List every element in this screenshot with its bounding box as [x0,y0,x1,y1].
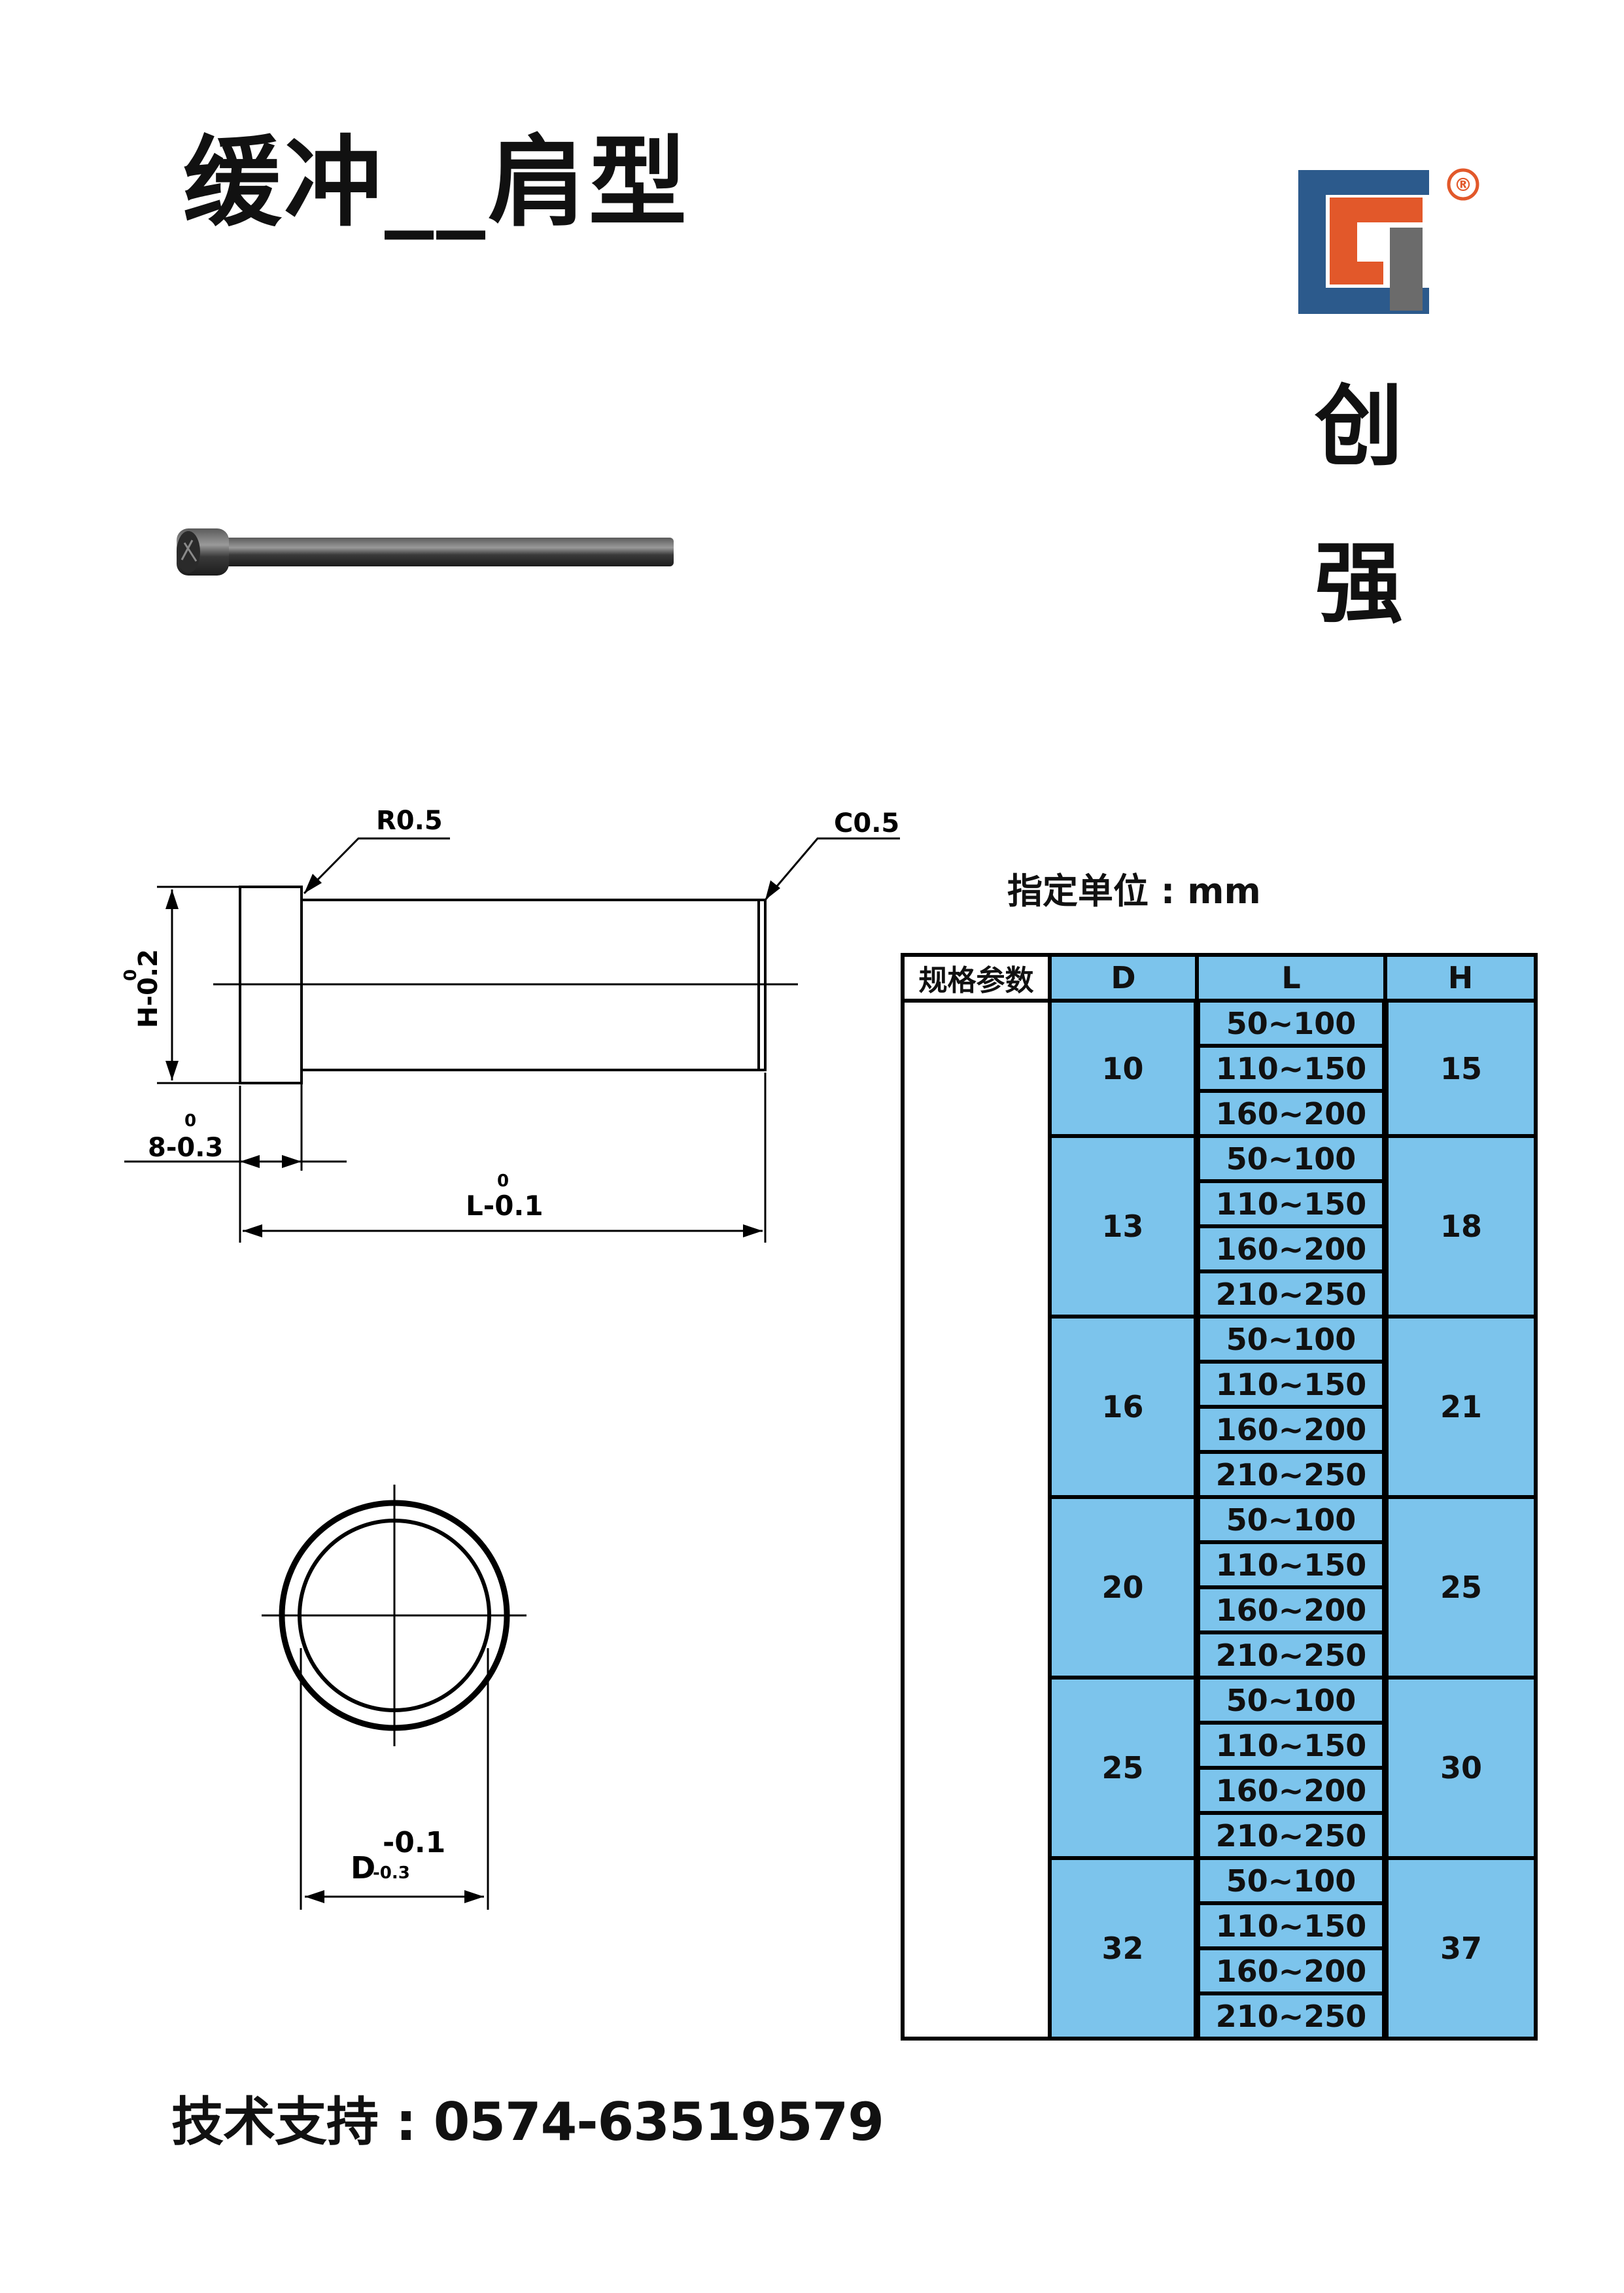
header-h: H [1383,953,1538,1003]
table-row: 110~150 [903,1360,1536,1409]
h-cell: 18 [1383,1134,1538,1319]
h-cell: 21 [1383,1315,1538,1499]
table-row: 210~250 [903,1450,1536,1499]
l-cell: 50~100 [1194,1856,1389,1905]
length-sup: 0 [497,1171,509,1191]
d-lower-tol: -0.3 [373,1863,410,1883]
l-cell: 110~150 [1194,1179,1389,1228]
brand-char-1: 创 [1315,375,1403,478]
l-cell: 50~100 [1194,1134,1389,1183]
h-cell: 25 [1383,1495,1538,1680]
table-row: 210~250 [903,1811,1536,1860]
brand-logo: ® [1298,168,1479,314]
l-cell: 160~200 [1194,1089,1389,1138]
table-row: 160~200 [903,1224,1536,1273]
brand-char-2: 强 [1315,532,1403,635]
registered-mark: ® [1454,174,1472,196]
header-d: D [1048,953,1199,1003]
table-row: 110~150 [903,1901,1536,1950]
table-row: 110~150 [903,1044,1536,1093]
l-cell: 110~150 [1194,1901,1389,1950]
l-cell: 50~100 [1194,1315,1389,1364]
l-cell: 110~150 [1194,1540,1389,1589]
c-label: C0.5 [834,808,899,838]
l-cell: 160~200 [1194,1224,1389,1273]
table-row: 160~200 [903,1585,1536,1634]
d-cell: 32 [1048,1856,1199,2041]
table-row: 110~150 [903,1179,1536,1228]
h-label: H-0.2 [133,949,164,1028]
d-upper-tol: -0.1 [383,1826,445,1859]
l-cell: 210~250 [1194,1811,1389,1860]
header-spec: 规格参数 [901,953,1052,1003]
h-cell: 30 [1383,1676,1538,1860]
page-title: 缓冲__肩型 [183,126,690,240]
l-cell: 160~200 [1194,1405,1389,1454]
l-cell: 110~150 [1194,1721,1389,1770]
d-label: D [351,1850,375,1886]
d-cell: 20 [1048,1495,1199,1680]
d-cell: 13 [1048,1134,1199,1319]
l-cell: 160~200 [1194,1585,1389,1634]
l-cell: 210~250 [1194,1991,1389,2041]
l-cell: 210~250 [1194,1450,1389,1499]
length-label: L-0.1 [466,1190,544,1222]
table-row: 160~200 [903,1946,1536,1995]
d-cell: 16 [1048,1315,1199,1499]
l-cell: 210~250 [1194,1630,1389,1680]
thickness-sup: 0 [184,1111,196,1131]
tech-support: 技术支持 : 0574-63519579 [171,2092,884,2152]
h-cell: 15 [1383,999,1538,1138]
table-row: 210~250 [903,1630,1536,1680]
table-row: 160~200 [903,1089,1536,1138]
table-row: 110~150 [903,1721,1536,1770]
l-cell: 160~200 [1194,1946,1389,1995]
l-cell: 110~150 [1194,1044,1389,1093]
spec-blank-cell [901,999,1052,2041]
thickness-label: 8-0.3 [148,1133,223,1163]
l-cell: 50~100 [1194,999,1389,1048]
h-cell: 37 [1383,1856,1538,2041]
table-row: 110~150 [903,1540,1536,1589]
table-row: 160~200 [903,1766,1536,1815]
unit-note: 指定单位 : mm [1007,871,1261,912]
l-cell: 210~250 [1194,1269,1389,1319]
l-cell: 50~100 [1194,1676,1389,1725]
table-row: 160~200 [903,1405,1536,1454]
header-l: L [1195,953,1387,1003]
h-sup: 0 [121,969,141,981]
table-row: 210~250 [903,1991,1536,2041]
r-label: R0.5 [376,806,443,836]
l-cell: 160~200 [1194,1766,1389,1815]
l-cell: 110~150 [1194,1360,1389,1409]
pin-photo [177,528,674,576]
table-row: 210~250 [903,1269,1536,1319]
spec-table-header: 规格参数 D L H [901,953,1538,1003]
l-cell: 50~100 [1194,1495,1389,1544]
d-cell: 10 [1048,999,1199,1138]
d-cell: 25 [1048,1676,1199,1860]
